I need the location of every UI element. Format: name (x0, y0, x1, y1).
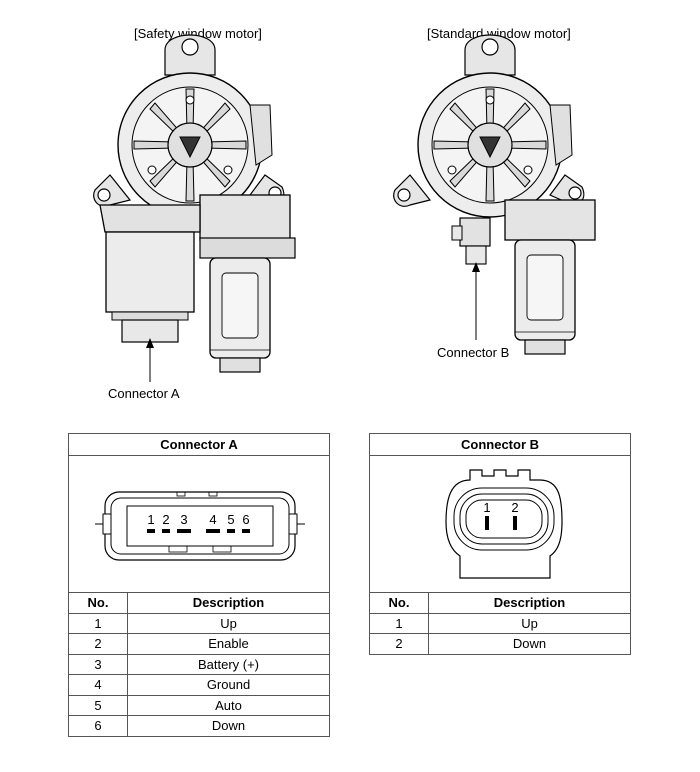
pin-number: 3 (68, 653, 128, 675)
pin-description: Enable (127, 633, 330, 655)
pin-number: 6 (68, 715, 128, 737)
safety-motor-drawing (92, 34, 296, 382)
connector-a-header-no: No. (68, 592, 128, 614)
connector-a-title: Connector A (69, 434, 329, 456)
connector-a-face: 1 2 3 4 5 6 (95, 491, 305, 561)
pin-number: 4 (68, 674, 128, 696)
connector-b-header-description: Description (428, 592, 631, 614)
pin-number: 2 (369, 633, 429, 655)
connector-a-pin-3: 3 (180, 512, 187, 527)
pin-description: Down (127, 715, 330, 737)
connector-a-pin-4: 4 (209, 512, 216, 527)
pin-number: 5 (68, 694, 128, 716)
safety-motor-title: [Safety window motor] (134, 26, 262, 41)
connector-a-pin-2: 2 (162, 512, 169, 527)
connector-a-pin-6: 6 (242, 512, 249, 527)
connector-b-label: Connector B (437, 345, 510, 360)
pin-number: 1 (68, 612, 128, 634)
connector-a-pin-1: 1 (147, 512, 154, 527)
connector-b-header-no: No. (369, 592, 429, 614)
pin-number: 1 (369, 612, 429, 634)
pin-number: 2 (68, 633, 128, 655)
connector-b-pin-2: 2 (511, 500, 518, 515)
connector-a-header-description: Description (127, 592, 330, 614)
standard-motor-drawing (392, 34, 596, 355)
connector-b-panel: Connector B 1 2 (369, 433, 631, 593)
connector-a-panel: Connector A 1 2 3 4 5 6 (68, 433, 330, 593)
pin-description: Down (428, 633, 631, 655)
pin-description: Ground (127, 674, 330, 696)
pin-description: Battery (+) (127, 653, 330, 675)
connector-b-face: 1 2 (445, 469, 563, 579)
connector-b-pin-1: 1 (483, 500, 490, 515)
pin-description: Auto (127, 694, 330, 716)
connector-a-label: Connector A (108, 386, 180, 401)
standard-motor-title: [Standard window motor] (427, 26, 571, 41)
connector-b-title: Connector B (370, 434, 630, 456)
pin-description: Up (127, 612, 330, 634)
connector-a-pin-5: 5 (227, 512, 234, 527)
pin-description: Up (428, 612, 631, 634)
motor-drawings (92, 34, 596, 382)
